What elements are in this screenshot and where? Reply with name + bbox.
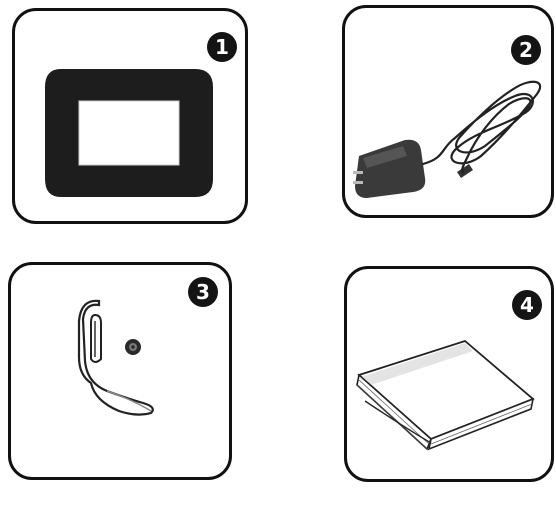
stand-and-screw-icon bbox=[11, 265, 232, 480]
user-manual-icon bbox=[347, 269, 554, 482]
power-adapter-icon bbox=[345, 8, 554, 218]
item-panel-3: 3 bbox=[8, 262, 232, 480]
item-panel-1: 1 bbox=[12, 8, 248, 224]
photo-frame-icon bbox=[15, 11, 248, 224]
item-panel-4: 4 bbox=[344, 266, 554, 482]
item-panel-2: 2 bbox=[342, 5, 554, 218]
